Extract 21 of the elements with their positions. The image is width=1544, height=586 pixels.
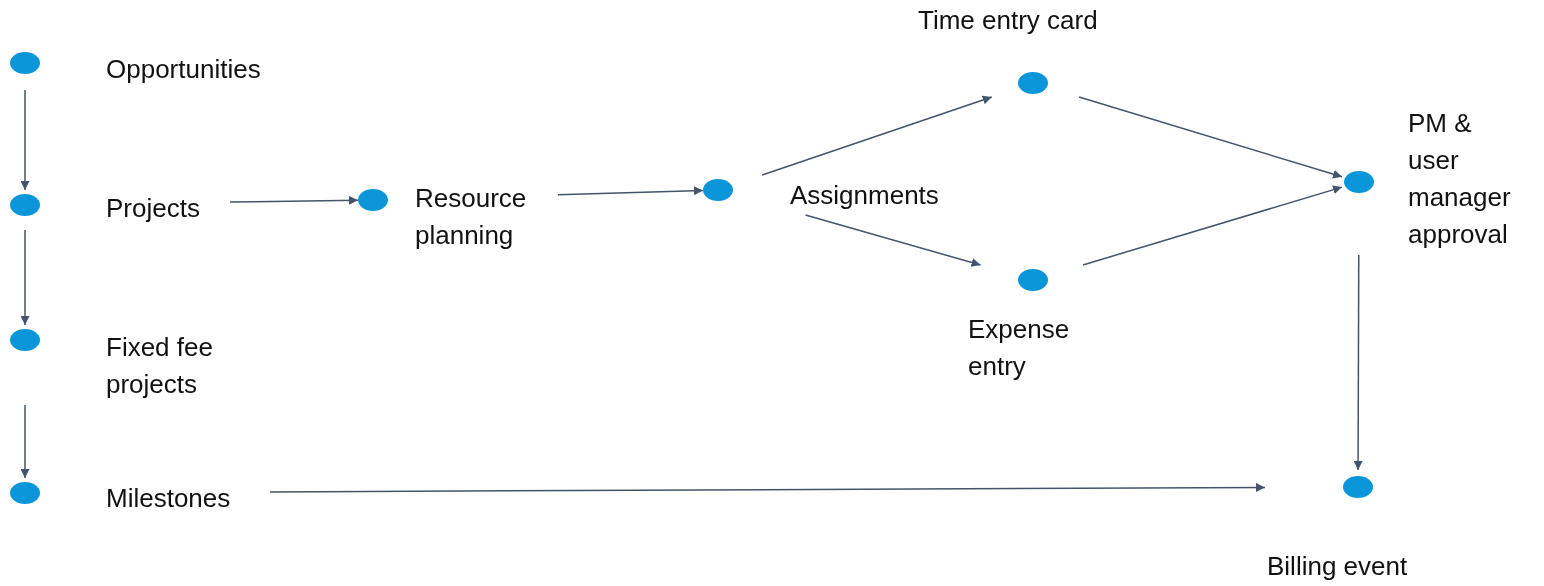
node-label: Fixed fee projects bbox=[106, 331, 214, 401]
node-label: Projects bbox=[106, 192, 200, 225]
arrow bbox=[20, 404, 30, 479]
arrow bbox=[557, 186, 704, 196]
node-label: Opportunities bbox=[106, 53, 261, 86]
node-label: Expense entry bbox=[968, 313, 1071, 383]
node-label: Time entry card bbox=[918, 4, 1098, 37]
arrow bbox=[269, 482, 1266, 493]
arrow bbox=[1353, 254, 1363, 471]
arrow bbox=[761, 95, 993, 176]
arrow bbox=[20, 229, 30, 326]
arrow bbox=[804, 214, 982, 267]
node-label: PM & user manager approval bbox=[1408, 107, 1512, 251]
arrow bbox=[1078, 96, 1343, 179]
node-label: Milestones bbox=[106, 482, 231, 515]
arrow bbox=[1082, 185, 1343, 266]
node-label: Resource planning bbox=[415, 182, 528, 252]
arrow bbox=[229, 195, 359, 205]
arrow bbox=[20, 89, 30, 191]
node-label: Assignments bbox=[790, 179, 939, 212]
node-label: Billing event bbox=[1267, 550, 1408, 583]
